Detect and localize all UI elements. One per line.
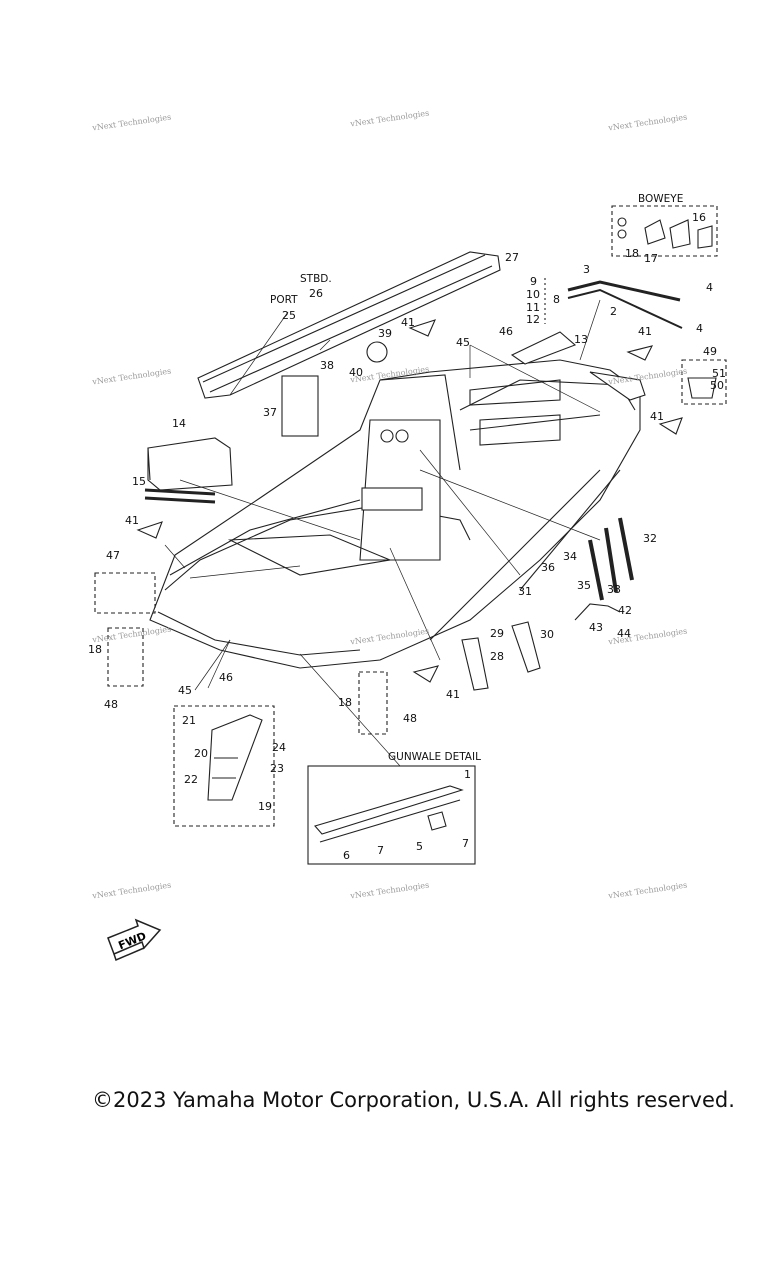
- callout-29: 29: [490, 627, 504, 640]
- callout-33: 33: [607, 583, 621, 596]
- callout-45: 45: [178, 684, 192, 697]
- callout-7: 7: [377, 844, 384, 857]
- callout-27: 27: [505, 251, 519, 264]
- callout-7: 7: [462, 837, 469, 850]
- callout-5: 5: [416, 840, 423, 853]
- callout-13: 13: [574, 333, 588, 346]
- callout-22: 22: [184, 773, 198, 786]
- callout-39: 39: [378, 327, 392, 340]
- callout-1: 1: [464, 768, 471, 781]
- callout-11: 11: [526, 301, 540, 314]
- callout-4: 4: [696, 322, 703, 335]
- callout-43: 43: [589, 621, 603, 634]
- callout-48: 48: [403, 712, 417, 725]
- cleat-icon: [136, 319, 683, 683]
- callout-50: 50: [710, 379, 724, 392]
- callout-48: 48: [104, 698, 118, 711]
- callout-14: 14: [172, 417, 186, 430]
- fwd-arrow-icon: FWD: [107, 918, 162, 962]
- callout-42: 42: [618, 604, 632, 617]
- callout-36: 36: [541, 561, 555, 574]
- callout-32: 32: [643, 532, 657, 545]
- port-label: PORT: [270, 294, 298, 306]
- boweye-header: BOWEYE: [638, 193, 684, 205]
- callout-19: 19: [258, 800, 272, 813]
- callout-12: 12: [526, 313, 540, 326]
- callout-4: 4: [706, 281, 713, 294]
- callout-15: 15: [132, 475, 146, 488]
- callout-28: 28: [490, 650, 504, 663]
- callout-24: 24: [272, 741, 286, 754]
- callout-18: 18: [338, 696, 352, 709]
- callout-17: 17: [644, 252, 658, 265]
- callout-3: 3: [583, 263, 590, 276]
- windshield-rail: [197, 251, 501, 399]
- gunwale-detail-header: GUNWALE DETAIL: [388, 751, 481, 763]
- callout-41: 41: [650, 410, 664, 423]
- callout-10: 10: [526, 288, 540, 301]
- callout-34: 34: [563, 550, 577, 563]
- callout-21: 21: [182, 714, 196, 727]
- callout-2: 2: [610, 305, 617, 318]
- callout-18: 18: [88, 643, 102, 656]
- callout-44: 44: [617, 627, 631, 640]
- callout-9: 9: [530, 275, 537, 288]
- callout-8: 8: [553, 293, 560, 306]
- callout-16: 16: [692, 211, 706, 224]
- callout-31: 31: [518, 585, 532, 598]
- callout-45: 45: [456, 336, 470, 349]
- callout-35: 35: [577, 579, 591, 592]
- stbd-label: STBD.: [300, 273, 332, 285]
- callout-30: 30: [540, 628, 554, 641]
- callout-25: 25: [282, 309, 296, 322]
- boat-hull: [149, 359, 641, 669]
- callout-38: 38: [320, 359, 334, 372]
- callout-40: 40: [349, 366, 363, 379]
- callout-41: 41: [638, 325, 652, 338]
- callout-37: 37: [263, 406, 277, 419]
- callout-41: 41: [446, 688, 460, 701]
- callout-6: 6: [343, 849, 350, 862]
- callout-46: 46: [219, 671, 233, 684]
- gunwale-detail-box: [307, 765, 476, 865]
- callout-26: 26: [309, 287, 323, 300]
- callout-20: 20: [194, 747, 208, 760]
- callout-23: 23: [270, 762, 284, 775]
- callout-49: 49: [703, 345, 717, 358]
- callout-41: 41: [401, 316, 415, 329]
- ladder-group-box: [173, 705, 275, 827]
- callout-18: 18: [625, 247, 639, 260]
- callout-51: 51: [712, 367, 726, 380]
- callout-46: 46: [499, 325, 513, 338]
- callout-47: 47: [106, 549, 120, 562]
- callout-41: 41: [125, 514, 139, 527]
- copyright-text: ©2023 Yamaha Motor Corporation, U.S.A. A…: [92, 1088, 735, 1112]
- boweye-group-box: [611, 205, 718, 257]
